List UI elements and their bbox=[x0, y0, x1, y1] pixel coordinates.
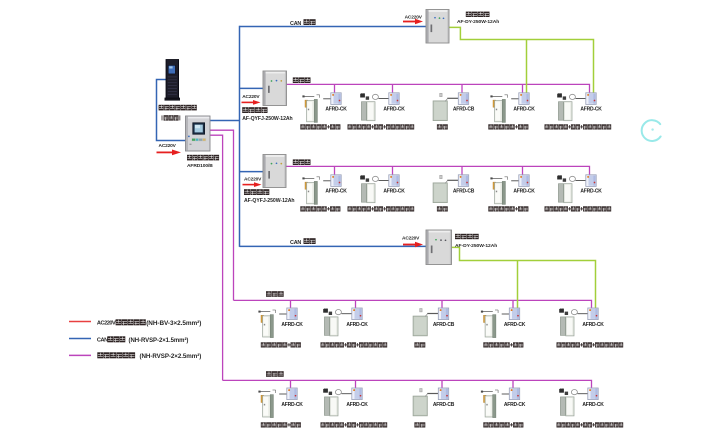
svg-text:AFRD-CK: AFRD-CK bbox=[580, 107, 602, 113]
svg-text:AF-QYFJ-250W-12Ah: AF-QYFJ-250W-12Ah bbox=[244, 198, 294, 204]
svg-text:AC220V: AC220V bbox=[402, 236, 420, 242]
svg-text:AF-QYFJ-250W-12Ah: AF-QYFJ-250W-12Ah bbox=[242, 116, 292, 122]
svg-text:AC220V: AC220V bbox=[242, 94, 260, 100]
svg-text:AFRD-CK: AFRD-CK bbox=[504, 402, 526, 408]
svg-text:AFRD-CB: AFRD-CB bbox=[433, 402, 455, 408]
svg-text:AFRD-CK: AFRD-CK bbox=[582, 322, 604, 328]
svg-text:AC220V: AC220V bbox=[244, 177, 262, 183]
svg-text:AFRD-CK: AFRD-CK bbox=[325, 189, 347, 195]
svg-text:AC220V: AC220V bbox=[159, 143, 177, 149]
svg-text:(NH-RVSP-2×1.5mm²): (NH-RVSP-2×1.5mm²) bbox=[129, 337, 189, 344]
svg-text:AFRD-CK: AFRD-CK bbox=[504, 322, 526, 328]
svg-text:AFRD-CK: AFRD-CK bbox=[281, 402, 303, 408]
svg-text:CAN: CAN bbox=[97, 337, 108, 343]
svg-text:AC220V: AC220V bbox=[97, 320, 116, 326]
svg-text:AFRD-CK: AFRD-CK bbox=[383, 107, 405, 113]
svg-text:AFRD-CB: AFRD-CB bbox=[453, 189, 475, 195]
svg-text:AFRD-CK: AFRD-CK bbox=[281, 322, 303, 328]
svg-text:AFRD-CB: AFRD-CB bbox=[453, 107, 475, 113]
svg-text:(NH-RVSP-2×2.5mm²): (NH-RVSP-2×2.5mm²) bbox=[140, 353, 202, 360]
svg-text:AFRD-CK: AFRD-CK bbox=[513, 189, 535, 195]
svg-text:AFRD-CB: AFRD-CB bbox=[433, 322, 455, 328]
svg-text:AFRD-CK: AFRD-CK bbox=[582, 402, 604, 408]
svg-text:AF-DY-250W-12Ah: AF-DY-250W-12Ah bbox=[455, 243, 497, 249]
svg-text:CAN: CAN bbox=[290, 21, 301, 27]
svg-text:AF-DY-250W-12Ah: AF-DY-250W-12Ah bbox=[457, 19, 499, 25]
svg-text:AFRD-CK: AFRD-CK bbox=[346, 402, 368, 408]
svg-text:(NH-BV-3×2.5mm²): (NH-BV-3×2.5mm²) bbox=[146, 320, 201, 327]
svg-text:CAN: CAN bbox=[290, 240, 301, 246]
svg-text:AFRD-CK: AFRD-CK bbox=[325, 107, 347, 113]
svg-text:AFRD-CK: AFRD-CK bbox=[513, 107, 535, 113]
svg-text:AFRD100/B: AFRD100/B bbox=[187, 163, 213, 169]
svg-text:AFRD-CK: AFRD-CK bbox=[383, 189, 405, 195]
svg-text:AFRD-CK: AFRD-CK bbox=[580, 189, 602, 195]
svg-text:AC220V: AC220V bbox=[405, 15, 423, 21]
svg-text:AFRD-CK: AFRD-CK bbox=[346, 322, 368, 328]
